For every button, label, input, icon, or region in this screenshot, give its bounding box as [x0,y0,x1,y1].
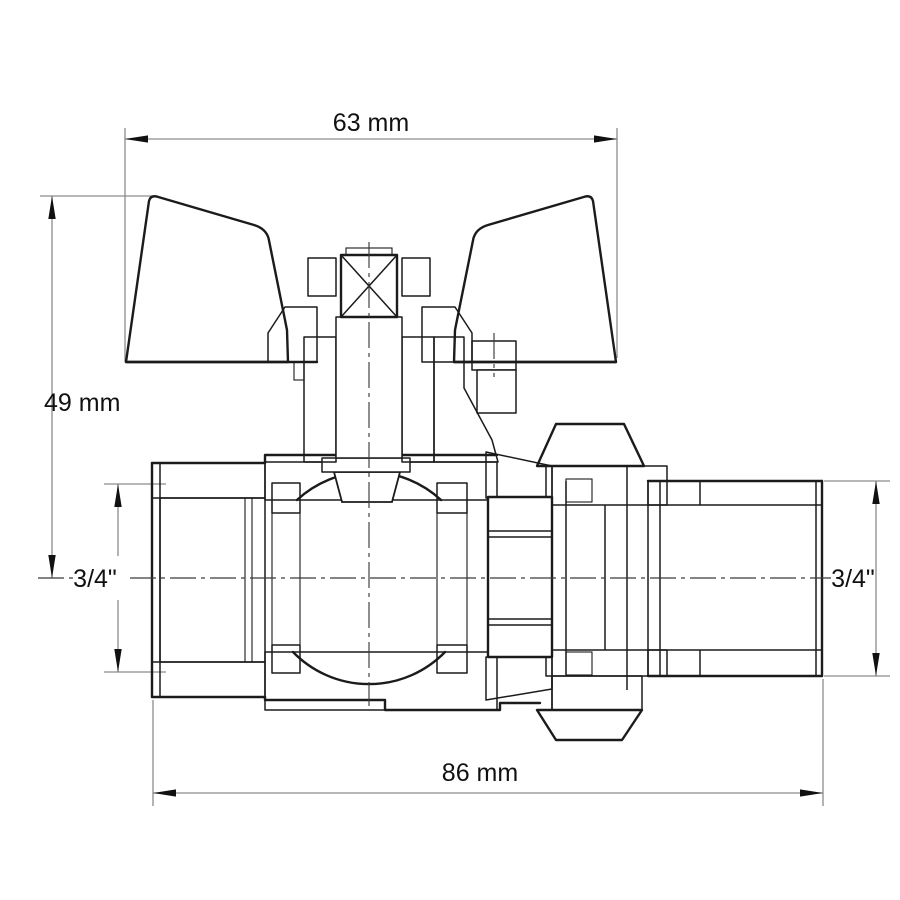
seat-seal [436,482,468,514]
seat-seal [271,482,301,514]
dim-top-width-label: 63 mm [333,109,409,137]
dim-bottom-width-label: 86 mm [442,759,518,787]
gasket [565,478,593,503]
seat-seal [436,644,468,674]
dimension-right-port [824,480,890,677]
tailpiece-hex-bottom [535,708,644,742]
gasket [565,651,593,676]
packing-gland-right [401,336,435,463]
dimension-left-port [104,483,166,673]
union-nut-flat [486,495,554,659]
handle-skirt [476,369,517,414]
left-port [150,461,267,699]
dim-left-height-label: 49 mm [44,389,120,417]
centerlines [38,242,831,706]
tailpiece-hex-top [535,422,646,468]
packing-gland-left [303,336,337,463]
butterfly-handle [124,195,618,364]
handle-left-wing [124,195,290,364]
left-port-bore [159,497,266,663]
valve-body [263,453,542,712]
stem-foot [321,457,411,473]
dimension-top-width [124,128,618,362]
dimension-left-height [40,195,152,578]
dim-left-port-label: 3/4" [73,565,117,593]
handle-right-wing [452,195,618,364]
union-nut [485,422,668,742]
stem-neck [332,471,402,503]
gland-bracket-left [267,306,318,363]
dim-right-port-label: 3/4" [831,565,875,593]
seat-seal [271,644,301,674]
dimension-bottom-width [152,679,824,806]
